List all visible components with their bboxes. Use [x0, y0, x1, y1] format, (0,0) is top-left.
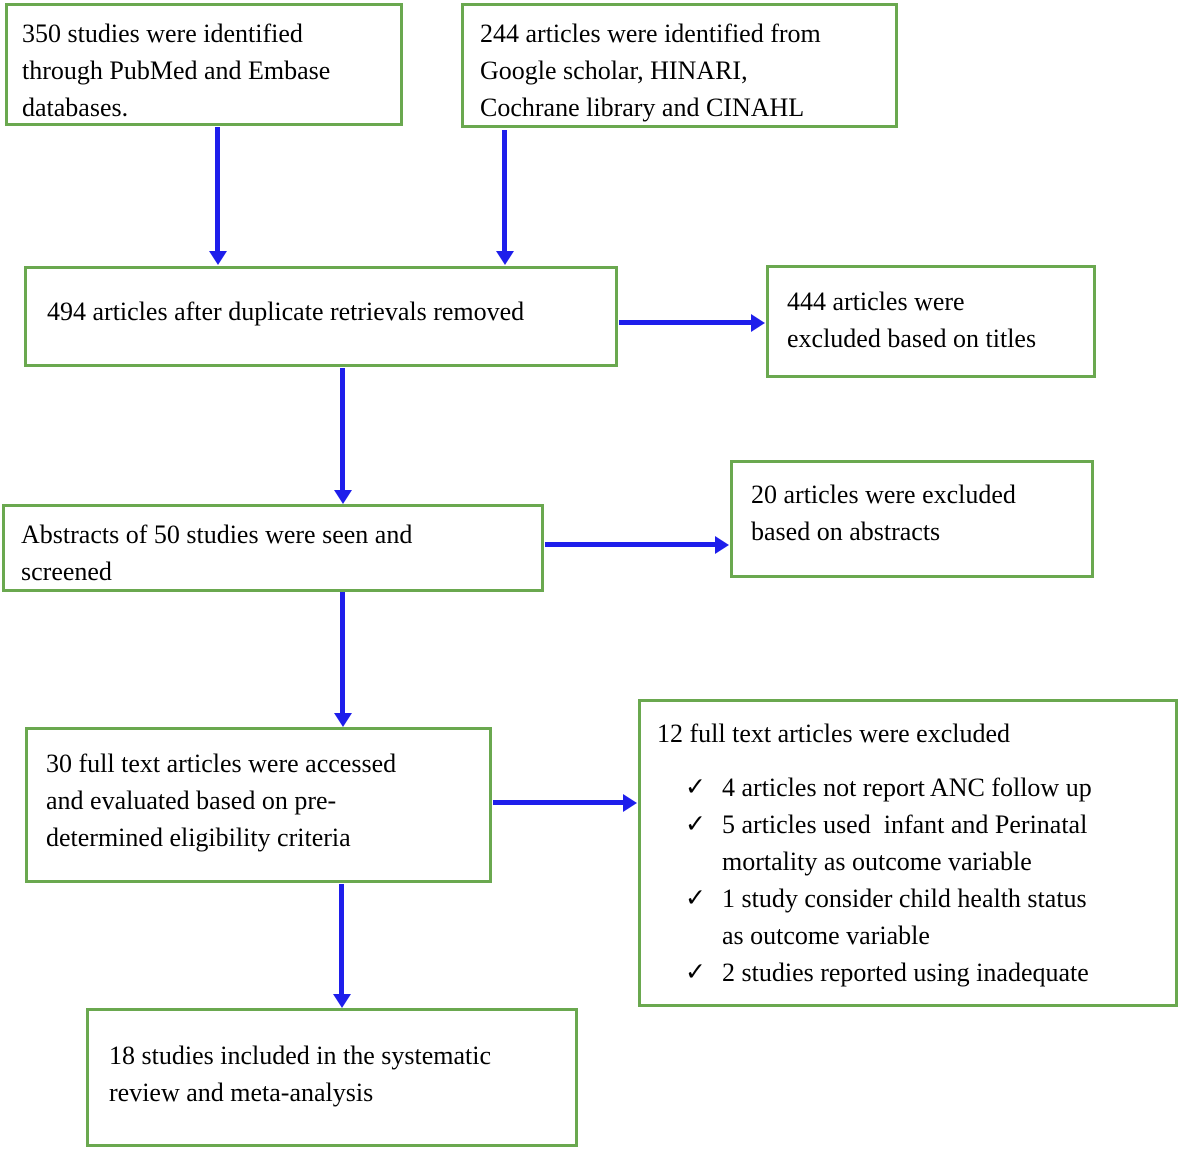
exclusion-reason: ✓ 1 study consider child health status as… [657, 880, 1159, 954]
box-excluded-by-abstract-text: 20 articles were excluded based on abstr… [751, 480, 1016, 546]
box-identified-databases: 350 studies were identified through PubM… [5, 3, 403, 126]
exclusion-reason-text: 4 articles not report ANC follow up [722, 773, 1092, 802]
box-abstracts-screened-text: Abstracts of 50 studies were seen and sc… [21, 520, 413, 586]
box-identified-other-sources-text: 244 articles were identified from Google… [480, 19, 821, 122]
box-fulltext-excluded: 12 full text articles were excluded ✓ 4 a… [638, 699, 1178, 1007]
box-excluded-by-title: 444 articles were excluded based on titl… [766, 265, 1096, 378]
exclusion-reason: ✓ 5 articles used infant and Perinatal mo… [657, 806, 1159, 880]
checkmark-icon: ✓ [685, 959, 706, 986]
box-fulltext-evaluated: 30 full text articles were accessed and … [25, 727, 492, 883]
arrow-fulltext-to-included [339, 884, 344, 995]
exclusion-reason-text: 2 studies reported using inadequate [722, 958, 1089, 987]
exclusion-reason: ✓ 2 studies reported using inadequate [657, 954, 1159, 991]
checkmark-icon: ✓ [685, 885, 706, 912]
exclusion-reason-list: ✓ 4 articles not report ANC follow up ✓ 5 … [657, 769, 1159, 991]
box-abstracts-screened: Abstracts of 50 studies were seen and sc… [2, 504, 544, 592]
box-excluded-by-title-text: 444 articles were excluded based on titl… [787, 287, 1037, 353]
arrow-duplicates-to-title-exclusion [619, 320, 752, 325]
box-identified-databases-text: 350 studies were identified through PubM… [22, 19, 331, 122]
exclusion-reason: ✓ 4 articles not report ANC follow up [657, 769, 1159, 806]
box-after-duplicates-removed-text: 494 articles after duplicate retrievals … [47, 297, 525, 326]
box-excluded-by-abstract: 20 articles were excluded based on abstr… [730, 460, 1094, 578]
arrow-abstracts-to-abstract-exclusion [545, 542, 716, 547]
checkmark-icon: ✓ [685, 811, 706, 838]
box-after-duplicates-removed: 494 articles after duplicate retrievals … [24, 266, 618, 367]
checkmark-icon: ✓ [685, 774, 706, 801]
box-included-studies: 18 studies included in the systematic re… [86, 1008, 578, 1147]
box-fulltext-evaluated-text: 30 full text articles were accessed and … [46, 749, 397, 852]
arrow-duplicates-to-abstracts [340, 368, 345, 491]
exclusion-reason-text: 5 articles used infant and Perinatal mor… [722, 810, 1088, 876]
arrow-abstracts-to-fulltext [340, 592, 345, 714]
fulltext-excluded-title: 12 full text articles were excluded [657, 719, 1011, 748]
box-included-studies-text: 18 studies included in the systematic re… [109, 1041, 491, 1107]
arrow-fulltext-to-fulltext-exclusion [493, 800, 624, 805]
arrow-databases-to-duplicates [215, 127, 220, 252]
arrow-other-sources-to-duplicates [502, 130, 507, 252]
box-identified-other-sources: 244 articles were identified from Google… [461, 3, 898, 128]
exclusion-reason-text: 1 study consider child health status as … [722, 884, 1087, 950]
